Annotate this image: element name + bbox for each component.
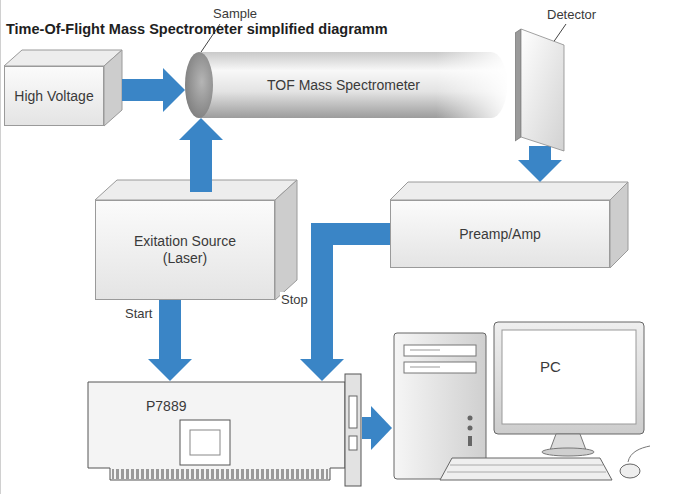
box-top xyxy=(390,182,628,200)
arrow-shaft xyxy=(322,234,390,360)
arrow-head xyxy=(179,118,223,140)
signal-label: Start xyxy=(124,306,153,322)
arrow-head xyxy=(148,359,192,381)
node-label: Exitation Source (Laser) xyxy=(120,233,250,267)
node-label: TOF Mass Spectrometer xyxy=(267,77,420,94)
part-label: Sample xyxy=(212,6,258,22)
detector-outline xyxy=(515,28,565,152)
signal-label: Stop xyxy=(280,292,309,308)
pci-card xyxy=(88,374,361,486)
arrow-head xyxy=(518,160,562,182)
block-arrow xyxy=(518,146,562,182)
node-label: PC xyxy=(540,358,561,375)
flight-tube: TOF Mass Spectrometer xyxy=(185,52,507,118)
arrow-shaft xyxy=(159,300,181,360)
daq-card: P7889 xyxy=(88,378,362,482)
block-arrow xyxy=(300,234,390,381)
box-side xyxy=(610,182,628,268)
box-top xyxy=(4,50,122,66)
node-label: High Voltage xyxy=(14,88,93,105)
tube-end xyxy=(185,52,213,118)
frame-line xyxy=(0,0,1,494)
node-label: P7889 xyxy=(146,398,186,415)
box-side xyxy=(275,180,297,300)
block-arrow xyxy=(179,118,223,192)
arrow-shaft xyxy=(190,139,212,192)
arrow-head xyxy=(371,406,392,450)
arrow-shaft xyxy=(122,79,164,101)
arrow-shaft xyxy=(362,417,372,439)
box-side xyxy=(104,50,122,126)
computer xyxy=(394,322,650,480)
computer-node: PC xyxy=(392,318,645,484)
block-arrow xyxy=(148,300,192,381)
supply-box: High Voltage xyxy=(4,66,104,126)
node-label: Detector xyxy=(547,6,596,23)
arrow-head xyxy=(163,68,185,112)
laser-box: Exitation Source (Laser) xyxy=(95,200,275,300)
detector-plate: Detector xyxy=(515,28,565,152)
node-label: Preamp/Amp xyxy=(459,226,541,243)
amplifier-box: Preamp/Amp xyxy=(390,200,610,268)
arrow-shaft xyxy=(529,146,551,161)
block-arrow xyxy=(362,406,392,450)
diagram-title: Time-Of-Flight Mass Spectrometer simplif… xyxy=(6,21,388,37)
arrow-head xyxy=(300,359,344,381)
block-arrow xyxy=(122,68,185,112)
